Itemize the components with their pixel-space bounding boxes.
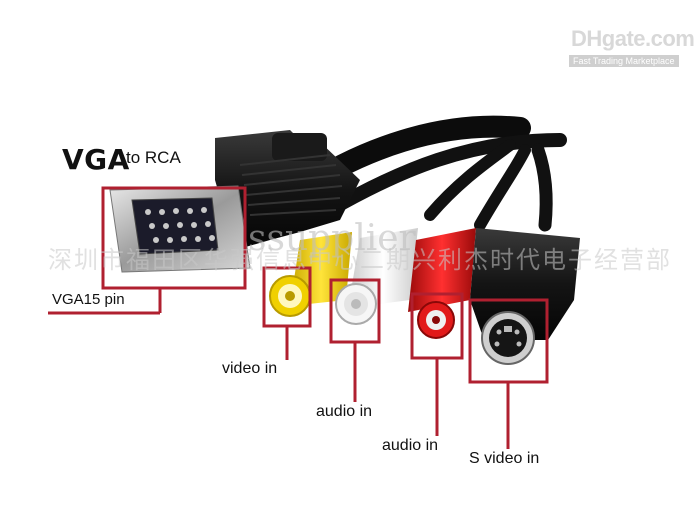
dhgate-tagline: Fast Trading Marketplace <box>569 55 679 67</box>
yellow-rca-plug <box>269 232 352 317</box>
s-video-plug <box>470 228 580 365</box>
white-rca-plug <box>335 228 418 325</box>
vga-connector-highlight-box <box>101 186 247 290</box>
annotation-overlays <box>48 186 549 449</box>
vga15-pin-label: VGA15 pin <box>52 291 125 308</box>
to-rca-label: to RCA <box>126 148 181 167</box>
vga-label: VGA <box>62 143 130 176</box>
supplier-watermark: ssupplier <box>248 218 416 259</box>
video-in-label: video in <box>222 360 278 377</box>
vga-connector <box>109 130 360 273</box>
dhgate-logo: DHgate.com <box>571 26 695 51</box>
red-rca-plug <box>408 228 476 339</box>
s-video-in-label: S video in <box>469 450 540 467</box>
audio-in-label-1: audio in <box>316 403 373 420</box>
audio-in-label-2: audio in <box>382 437 439 454</box>
chinese-watermark: 深圳市福田区华强信息中心二期兴利杰时代电子经营部 <box>48 246 672 274</box>
